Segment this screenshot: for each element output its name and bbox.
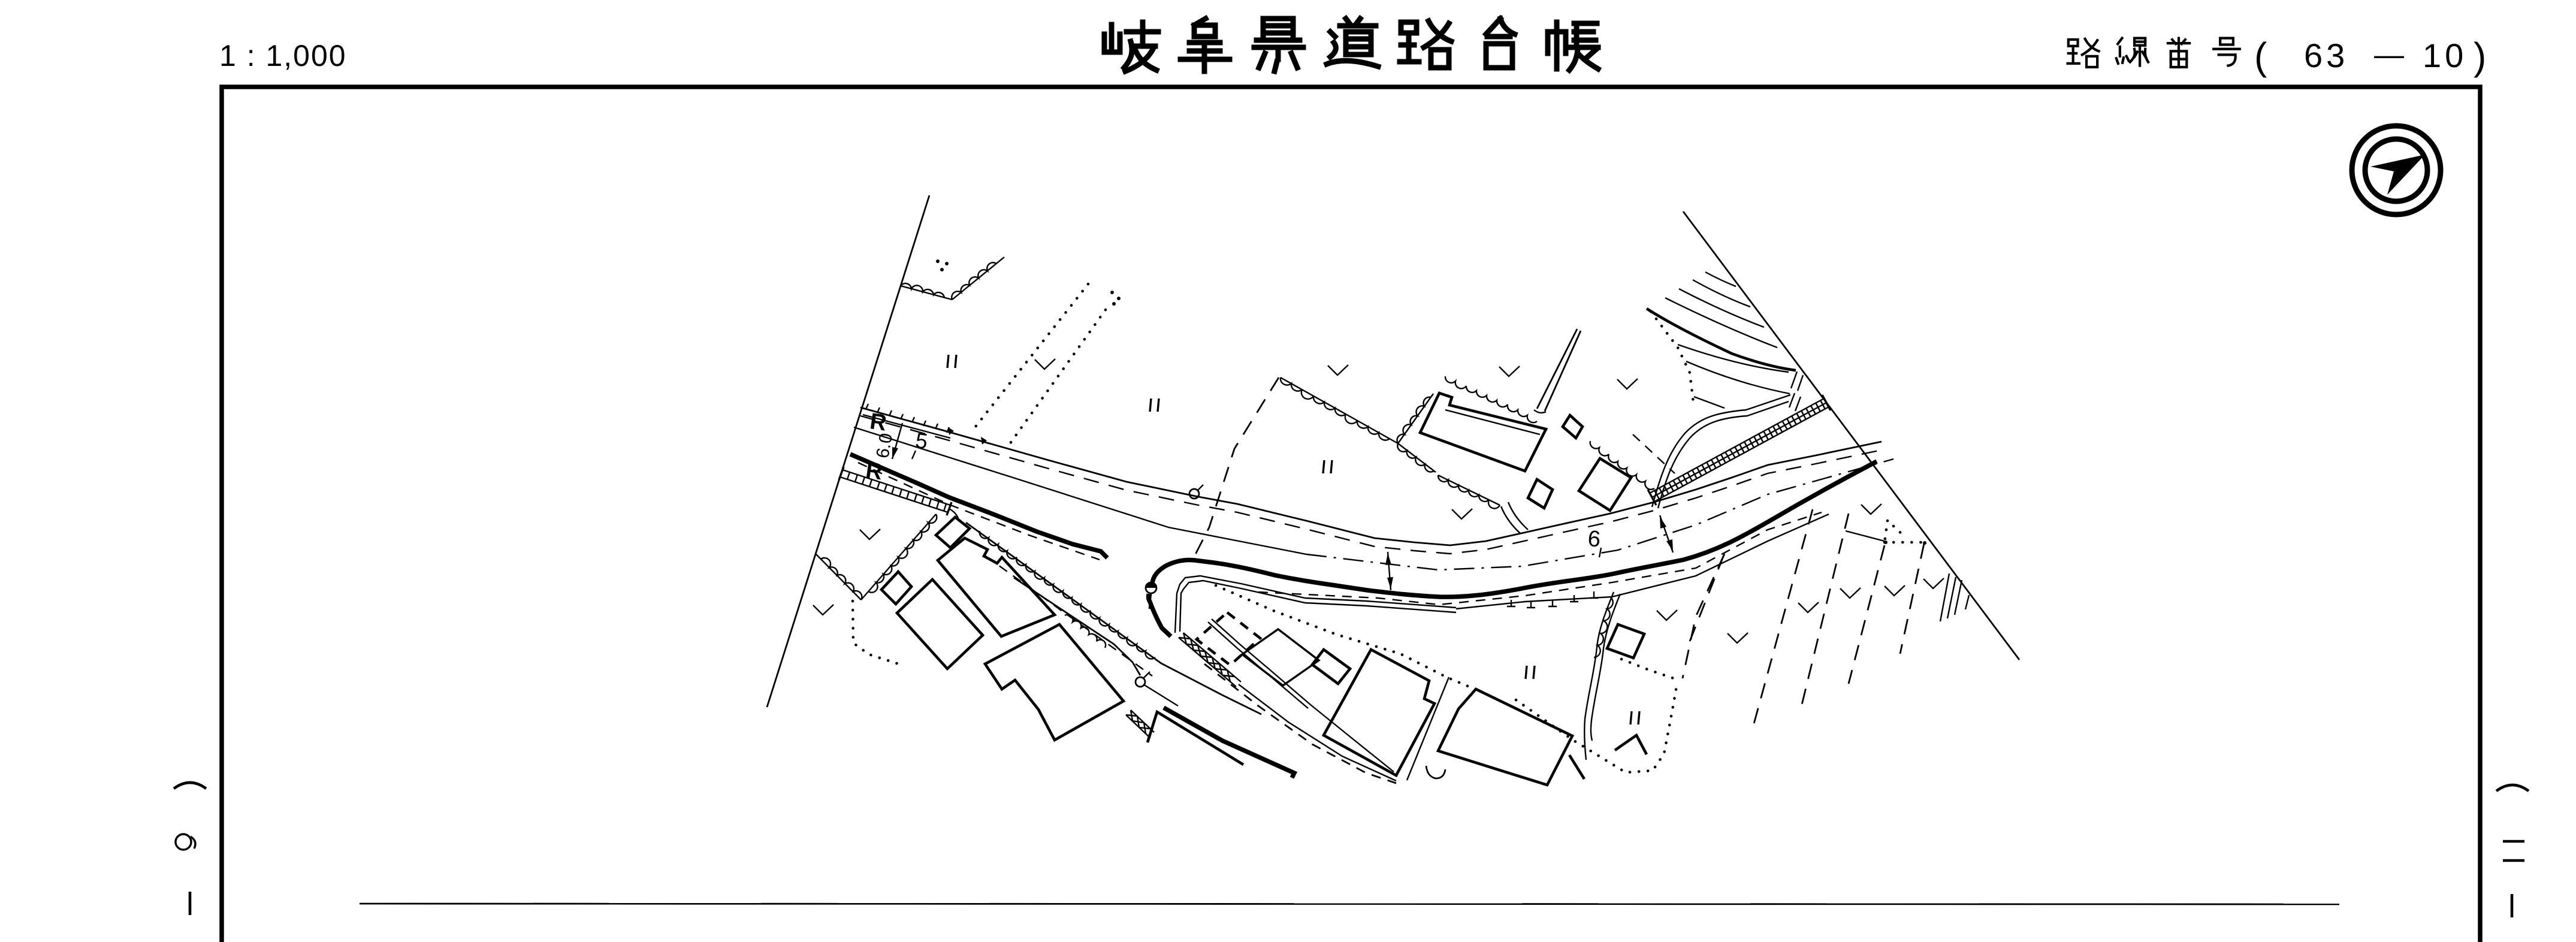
svg-text:1 : 1,000: 1 : 1,000 [219,39,347,73]
svg-text:—: — [2374,38,2404,71]
svg-text:10: 10 [2423,37,2467,74]
svg-text:R: R [868,409,888,436]
svg-text:R: R [864,458,884,485]
svg-text:): ) [2474,35,2486,78]
svg-text:63: 63 [2304,37,2348,74]
svg-text:6: 6 [1587,526,1601,552]
svg-text:(: ( [2254,35,2267,78]
